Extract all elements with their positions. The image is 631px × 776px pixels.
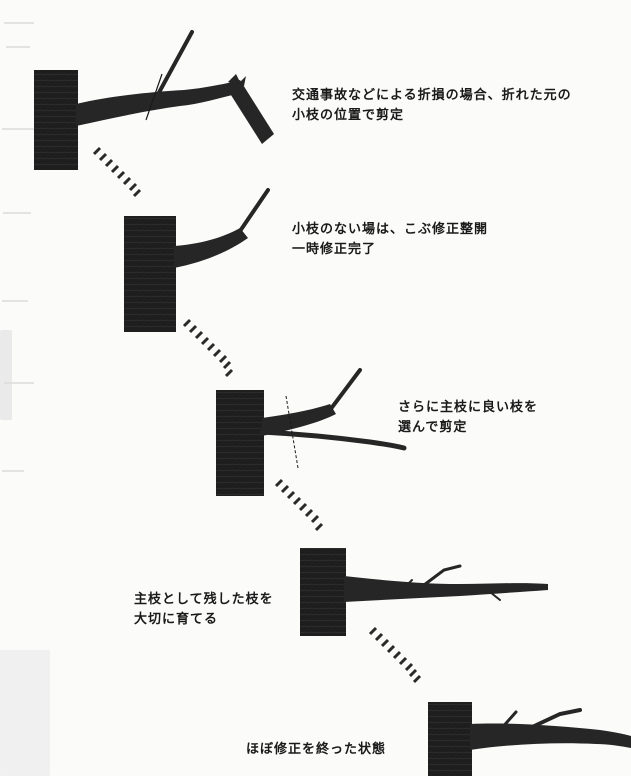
caption-step-3-line-1: さらに主枝に良い枝を	[398, 400, 539, 415]
main-branch-4	[344, 576, 548, 602]
main-branch-5	[470, 723, 631, 750]
main-branch-1	[76, 82, 236, 126]
scan-artifact	[0, 650, 50, 776]
caption-step-3: さらに主枝に良い枝を 選んで剪定	[398, 398, 538, 438]
trunk-2	[124, 216, 176, 332]
stage-5-tree	[428, 702, 631, 776]
arrow-2	[182, 318, 234, 378]
main-branch-2	[174, 228, 248, 268]
caption-step-1-line-1: 交通事故などによる折損の場合、折れた元の	[292, 88, 572, 103]
caption-step-1-line-2: 小枝の位置で剪定	[292, 108, 405, 123]
caption-step-2: 小枝のない場は、こぶ修正整開 一時修正完了	[292, 220, 488, 260]
twig-1	[154, 30, 194, 100]
caption-step-3-line-2: 選んで剪定	[398, 420, 468, 435]
twig-4b	[399, 579, 413, 593]
stage-4-tree	[300, 548, 548, 636]
twig-3-upper	[328, 368, 362, 412]
trunk-3	[216, 390, 264, 496]
break-point-1	[228, 74, 246, 86]
side-branch-3	[259, 429, 407, 451]
scan-artifact	[6, 46, 30, 48]
scan-artifact	[2, 470, 24, 472]
caption-step-5: ほぼ修正を終った状態	[246, 740, 386, 760]
twig-5b	[498, 710, 518, 732]
twig-4c	[489, 591, 501, 601]
trunk-1	[34, 70, 78, 170]
scan-artifact	[2, 128, 36, 130]
scan-artifact	[3, 212, 31, 214]
scan-artifact	[0, 330, 12, 420]
scan-artifact	[2, 300, 28, 302]
caption-step-4-line-2: 大切に育てる	[134, 612, 219, 627]
caption-step-2-line-1: 小枝のない場は、こぶ修正整開	[292, 222, 489, 237]
scan-artifact	[4, 22, 34, 24]
caption-step-4-line-1: 主枝として残した枝を	[134, 592, 274, 607]
stage-2-tree	[124, 188, 270, 332]
twig-5a	[528, 708, 582, 730]
arrow-3	[274, 478, 324, 532]
caption-step-5-line-1: ほぼ修正を終った状態	[246, 742, 387, 757]
stage-1-tree	[34, 30, 274, 170]
caption-step-1: 交通事故などによる折損の場合、折れた元の 小枝の位置で剪定	[292, 86, 572, 126]
cut-line-1	[145, 73, 163, 121]
twig-4a	[418, 564, 462, 590]
cut-line-3	[285, 395, 299, 469]
broken-stub-1	[224, 80, 274, 144]
arrow-4	[368, 626, 422, 684]
caption-step-4: 主枝として残した枝を 大切に育てる	[134, 590, 274, 630]
trunk-5	[428, 702, 472, 776]
arrow-1	[92, 146, 142, 198]
twig-2	[236, 188, 270, 236]
caption-step-2-line-2: 一時修正完了	[292, 242, 377, 257]
main-branch-3	[262, 404, 336, 436]
scan-artifact	[4, 382, 34, 384]
trunk-4	[300, 548, 346, 636]
stage-3-tree	[216, 368, 407, 496]
